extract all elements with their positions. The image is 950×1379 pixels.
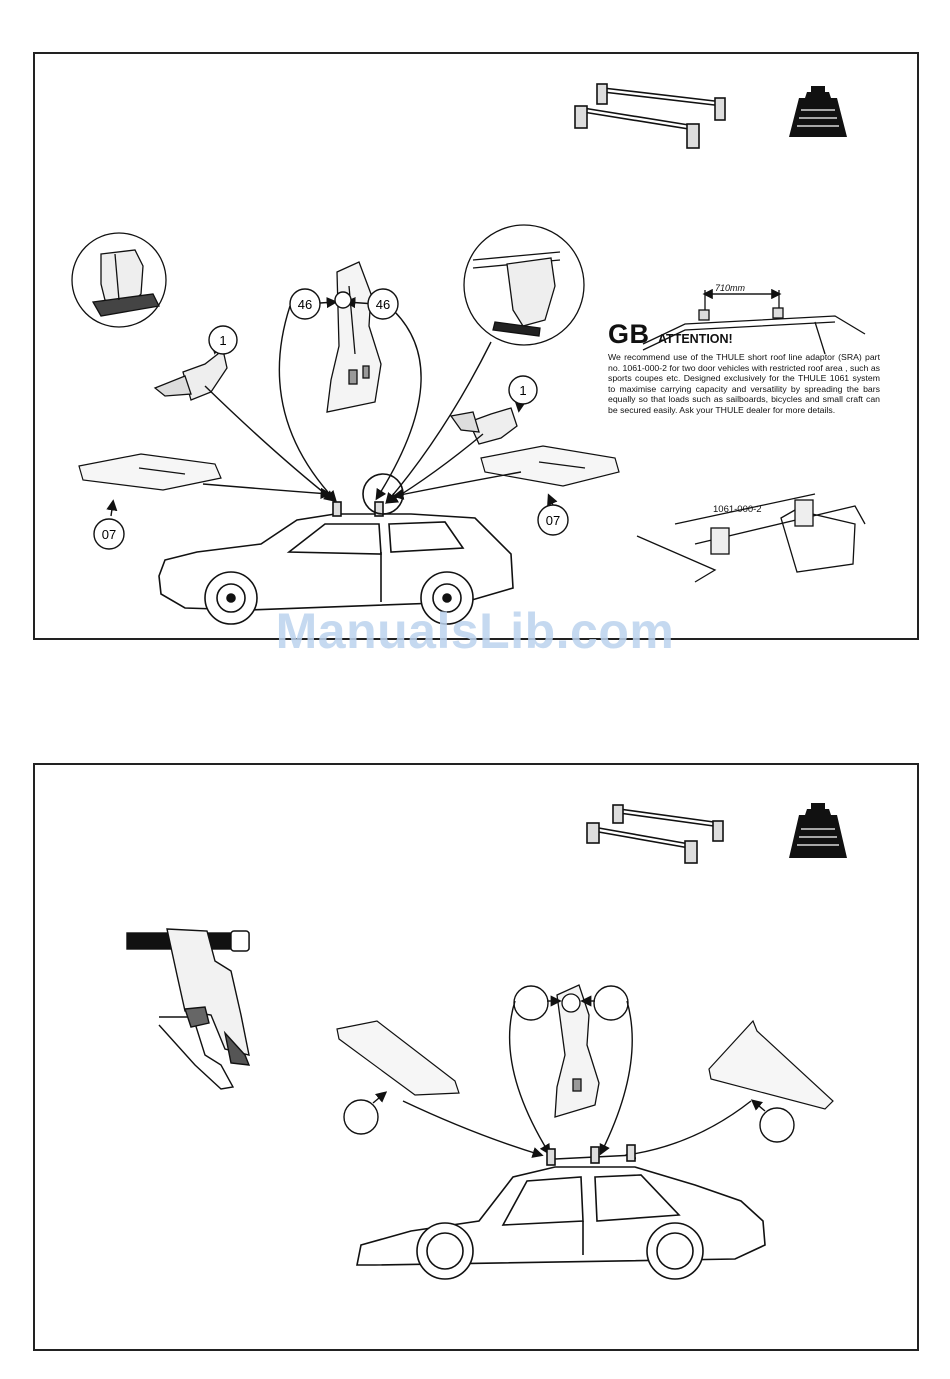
foot-pad-left-icon <box>78 453 222 491</box>
callout-pad-right <box>759 1107 795 1143</box>
foot-detail-right-icon <box>463 224 585 346</box>
roof-rack-set-icon <box>574 83 726 149</box>
weight-icon <box>789 86 847 137</box>
callout-adaptor-left: 46 <box>289 288 321 320</box>
callout-bracket-left: 1 <box>208 325 238 355</box>
callout-pad-left: 07 <box>93 518 125 550</box>
bottom-instruction-panel <box>33 763 919 1351</box>
bracket-right-icon <box>449 407 518 445</box>
top-instruction-panel: 1 1 46 46 07 07 <box>33 52 919 640</box>
callout-pad-right: 07 <box>537 504 569 536</box>
foot-pad-left-icon <box>336 1020 460 1096</box>
callout-adaptor-right: 46 <box>367 288 399 320</box>
dimension-label: 710mm <box>715 283 746 293</box>
svg-text:07: 07 <box>102 527 116 542</box>
roof-rack-set-icon <box>586 804 724 864</box>
adaptor-part-icon <box>326 261 382 413</box>
svg-text:07: 07 <box>546 513 560 528</box>
sra-adaptor-sketch: 1061-000-2 <box>636 493 866 583</box>
assembly-arrows <box>372 995 766 1160</box>
notice-body: We recommend use of the THULE short roof… <box>608 352 880 415</box>
language-code: GB <box>608 319 650 349</box>
bracket-left-icon <box>153 348 228 401</box>
callout-bracket-right: 1 <box>508 375 538 405</box>
part-number-label: 1061-000-2 <box>713 504 762 515</box>
weight-icon <box>789 803 847 858</box>
watermark: ManualsLib.com <box>275 603 675 659</box>
coupe-car-icon <box>356 1144 766 1280</box>
svg-text:1: 1 <box>219 333 226 348</box>
adaptor-part-icon <box>554 984 600 1118</box>
top-illustration: 1 1 46 46 07 07 <box>71 83 866 625</box>
notice-heading: ATTENTION! <box>657 332 733 346</box>
attention-notice: GB ATTENTION! We recommend use of the TH… <box>608 319 880 416</box>
svg-text:1: 1 <box>519 383 526 398</box>
svg-text:46: 46 <box>298 297 312 312</box>
bottom-illustration <box>126 803 847 1280</box>
foot-detail-left-icon <box>71 232 167 328</box>
callout-adaptor-right <box>593 985 629 1021</box>
hatchback-car-icon <box>158 473 514 625</box>
rack-foot-detail-icon <box>126 928 251 1090</box>
roof-dimension-sketch: 710mm <box>642 283 866 355</box>
foot-pad-right-icon <box>708 1019 834 1110</box>
callout-pad-left <box>343 1099 379 1135</box>
svg-text:46: 46 <box>376 297 390 312</box>
foot-pad-right-icon <box>480 445 620 487</box>
callout-adaptor-left <box>513 985 549 1021</box>
